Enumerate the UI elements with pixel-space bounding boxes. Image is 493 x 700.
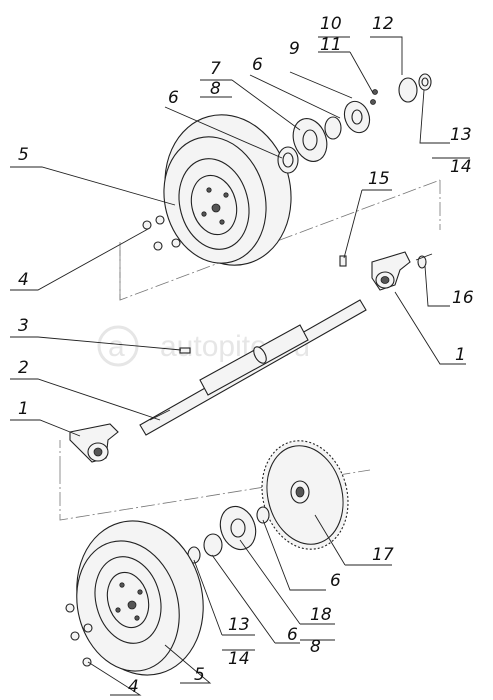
- bottom-wheel: [76, 520, 204, 676]
- callout-3: 3: [18, 316, 29, 336]
- callout-4-bottom: 4: [128, 677, 139, 697]
- callout-4-top: 4: [18, 270, 29, 290]
- callout-13-top: 13: [450, 125, 472, 145]
- callout-1-right: 1: [455, 345, 466, 365]
- callout-14-top: 14: [450, 157, 472, 177]
- callout-9: 9: [289, 39, 300, 59]
- left-bracket: [69, 423, 119, 463]
- callout-6-bottom-a: 6: [330, 571, 341, 591]
- callout-8-top: 8: [210, 79, 221, 99]
- callout-16: 16: [452, 288, 474, 308]
- callout-7: 7: [210, 59, 221, 79]
- callout-17: 17: [372, 545, 394, 565]
- callout-6-top-a: 6: [252, 55, 263, 75]
- sprocket: [261, 440, 349, 550]
- callout-15: 15: [368, 169, 390, 189]
- bottom-wheel-nuts: [65, 603, 93, 667]
- key-15: [339, 255, 347, 267]
- bottom-hub-assembly: [187, 505, 270, 564]
- right-bracket: [371, 251, 433, 291]
- callout-13-bottom: 13: [228, 615, 250, 635]
- callout-12: 12: [372, 14, 394, 34]
- callout-10: 10: [320, 14, 342, 34]
- axle: [139, 299, 367, 436]
- key-3: [179, 347, 191, 354]
- callout-14-bottom: 14: [228, 649, 250, 669]
- top-hub-assembly: [277, 73, 432, 174]
- callout-5-bottom: 5: [194, 665, 205, 685]
- leader-lines: [10, 36, 470, 696]
- callouts: 10 11 12 7 8 6 9 6 13 14 5 15 4 16 3 1 2…: [18, 14, 474, 697]
- top-wheel-nuts: [142, 215, 181, 251]
- callout-2: 2: [18, 358, 29, 378]
- top-wheel: [163, 114, 292, 266]
- callout-11: 11: [320, 35, 342, 55]
- callout-18: 18: [310, 605, 332, 625]
- callout-6-bottom-b: 6: [287, 625, 298, 645]
- watermark-logo-letter: a: [108, 330, 125, 363]
- callout-5-top: 5: [18, 145, 29, 165]
- callout-1-left: 1: [18, 399, 29, 419]
- callout-8-bottom: 8: [310, 637, 321, 657]
- callout-6-top-b: 6: [168, 88, 179, 108]
